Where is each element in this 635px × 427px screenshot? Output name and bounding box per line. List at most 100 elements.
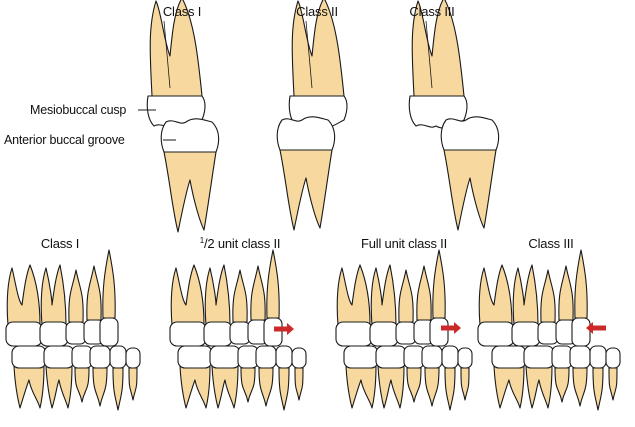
arch-full-unit-class-ii-lower-molar-1-root (377, 365, 405, 409)
arch-half-unit-class-ii-upper-premolar-1-root (250, 265, 266, 321)
top-title-class-iii: Class III (409, 4, 455, 19)
arch-class-iii-upper-canine-crown (571, 317, 591, 347)
arch-half-unit-class-ii-upper-canine-crown (263, 317, 283, 347)
arch-half-unit-class-ii-lower-premolar-2-root (240, 367, 256, 403)
arch-half-unit-class-ii-upper-molar-1-crown (203, 321, 233, 347)
top-class-ii-upper-molar-root-line (305, 20, 313, 89)
arch-class-iii-lower-premolar-1-crown (569, 345, 591, 369)
half-superscript: 1 (199, 236, 204, 245)
arch-half-unit-class-ii-lower-molar-1-crown (209, 345, 241, 369)
label-anterior-buccal-groove: Anterior buccal groove (4, 133, 125, 147)
arch-class-iii-upper-canine-root (574, 249, 588, 319)
arch-full-unit-class-ii-lower-premolar-1-crown (421, 345, 443, 369)
arch-class-iii-lower-molar-1-crown (523, 345, 555, 369)
half-unit-text: /2 unit class II (203, 236, 281, 251)
arch-class-i-upper-premolar-1-root (86, 265, 102, 321)
arch-full-unit-class-ii-upper-premolar-2-crown (395, 321, 417, 345)
arch-class-i-lower-molar-1-crown (43, 345, 75, 369)
top-title-class-ii: Class II (296, 4, 338, 19)
arch-class-iii-lower-incisor-crown (605, 347, 621, 369)
arch-half-unit-class-ii-upper-canine-root (266, 249, 280, 319)
arch-class-iii-lower-canine-root (592, 367, 604, 411)
arch-class-iii-upper-premolar-2-root (540, 269, 556, 323)
arch-class-iii-upper-molar-1-root (512, 264, 539, 326)
arch-class-i-lower-premolar-2-root (74, 367, 90, 403)
arch-class-i-lower-premolar-1-crown (89, 345, 111, 369)
arch-class-iii-upper-premolar-2-crown (537, 321, 559, 345)
arch-full-unit-class-ii-upper-canine-root (432, 249, 446, 319)
arch-class-iii-upper-molar-2-root (478, 264, 513, 326)
arch-half-unit-class-ii-upper-molar-2-root (170, 264, 205, 326)
top-class-ii-lower-molar-root (279, 149, 333, 231)
arch-full-unit-class-ii-lower-incisor-crown (457, 347, 473, 369)
arch-full-unit-class-ii-lower-incisor-root (460, 367, 470, 401)
arch-half-unit-class-ii-lower-canine-root (278, 367, 290, 411)
arch-class-iii-lower-premolar-2-root (554, 367, 570, 403)
arch-class-i-lower-molar-2-crown (11, 345, 47, 369)
arch-full-unit-class-ii-lower-molar-2-crown (343, 345, 379, 369)
top-class-iii-lower-molar-root (443, 149, 497, 231)
arrow-half-unit (274, 323, 294, 335)
arch-full-unit-class-ii-lower-premolar-2-crown (403, 345, 425, 369)
arch-class-iii-lower-canine-crown (589, 345, 607, 369)
label-mesiobuccal-cusp: Mesiobuccal cusp (30, 103, 127, 117)
arch-class-iii-lower-molar-1-root (525, 365, 553, 409)
arch-class-i-upper-canine-root (102, 249, 116, 319)
top-class-i-upper-molar-root (149, 0, 203, 97)
arch-full-unit-class-ii-upper-premolar-2-root (398, 269, 414, 323)
arch-class-i-upper-molar-1-root (40, 264, 67, 326)
top-title-class-i: Class I (162, 4, 202, 19)
arch-half-unit-class-ii-upper-premolar-2-crown (229, 321, 251, 345)
top-class-iii-upper-molar-root (411, 0, 465, 97)
top-class-ii-upper-molar-root (291, 0, 345, 97)
arch-half-unit-class-ii-lower-molar-2-crown (177, 345, 213, 369)
arch-half-unit-class-ii-lower-premolar-2-crown (237, 345, 259, 369)
arch-class-i-upper-canine-crown (99, 317, 119, 347)
arch-full-unit-class-ii-lower-molar-2-root (345, 365, 377, 409)
arch-class-iii-lower-incisor-root (608, 367, 618, 401)
top-class-i-upper-molar-root-line (163, 20, 171, 89)
arch-half-unit-class-ii-lower-premolar-1-root (258, 367, 274, 407)
arch-half-unit-class-ii-upper-premolar-2-root (232, 269, 248, 323)
arch-full-unit-class-ii-upper-canine-crown (429, 317, 449, 347)
arch-class-i-lower-canine-root (112, 367, 124, 411)
top-class-i-lower-molar-crown (160, 118, 220, 153)
bottom-title-half-unit-class-ii: 1/2 unit class II (200, 236, 281, 251)
arch-class-i-lower-molar-2-root (13, 365, 45, 409)
bottom-title-class-iii: Class III (528, 236, 574, 251)
top-class-iii-upper-molar-root-line (425, 20, 433, 89)
arch-class-i-upper-molar-2-crown (5, 321, 43, 347)
arch-class-iii-upper-molar-1-crown (511, 321, 541, 347)
arch-half-unit-class-ii-upper-molar-1-root (204, 264, 231, 326)
arch-class-i-upper-molar-2-root (6, 264, 41, 326)
arch-full-unit-class-ii-upper-molar-2-crown (335, 321, 373, 347)
arrow-full-unit (441, 322, 461, 334)
arch-class-iii-upper-molar-2-crown (477, 321, 515, 347)
arch-class-iii-upper-premolar-1-root (558, 265, 574, 321)
arch-full-unit-class-ii-upper-premolar-1-root (416, 265, 432, 321)
arch-half-unit-class-ii-lower-molar-2-root (179, 365, 211, 409)
arch-class-iii-lower-molar-2-root (493, 365, 525, 409)
arch-class-i-lower-incisor-crown (125, 347, 141, 369)
top-class-iii-lower-molar-crown (440, 116, 500, 151)
top-class-i-lower-molar-root (163, 151, 217, 233)
arch-class-i-upper-premolar-2-crown (65, 321, 87, 345)
arch-full-unit-class-ii-upper-molar-1-root (370, 264, 397, 326)
arch-full-unit-class-ii-lower-canine-root (444, 367, 456, 411)
arch-full-unit-class-ii-upper-molar-2-root (336, 264, 371, 326)
arch-class-i-lower-premolar-1-root (92, 367, 108, 407)
arch-class-i-upper-molar-1-crown (39, 321, 69, 347)
top-class-ii-lower-molar-crown (276, 116, 336, 151)
arch-full-unit-class-ii-lower-canine-crown (441, 345, 459, 369)
arch-class-i-lower-premolar-2-crown (71, 345, 93, 369)
arch-half-unit-class-ii-lower-premolar-1-crown (255, 345, 277, 369)
arch-class-iii-lower-premolar-1-root (572, 367, 588, 407)
arch-half-unit-class-ii-upper-molar-2-crown (169, 321, 207, 347)
arch-full-unit-class-ii-lower-premolar-1-root (424, 367, 440, 407)
arch-half-unit-class-ii-lower-canine-crown (275, 345, 293, 369)
arch-class-iii-lower-premolar-2-crown (551, 345, 573, 369)
arch-class-i-upper-premolar-2-root (68, 269, 84, 323)
arch-class-i-lower-canine-crown (109, 345, 127, 369)
